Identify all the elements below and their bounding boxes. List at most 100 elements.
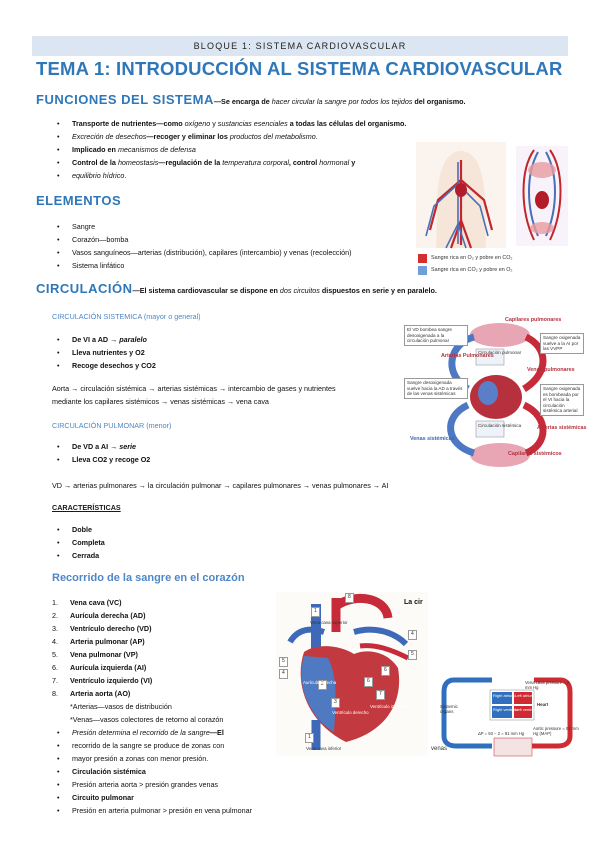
fig-circ-pulm: Circulación pulmonar (478, 350, 522, 355)
sistemica-para-2: mediante los capilares sistémicos → vena… (52, 397, 269, 406)
pressure-vena-cava: Vena cava pressure = 2 mm Hg (525, 680, 570, 690)
list-item: Transporte de nutrientes—como oxígeno y … (52, 117, 406, 130)
list-item: 8.Arteria aorta (AO) (52, 689, 131, 698)
list-item: De VI a AD → paralelo (52, 333, 156, 346)
list-item: Sistema linfático (52, 259, 352, 272)
list-item: 7.Ventrículo izquierdo (VI) (52, 676, 153, 685)
list-item: Recoge desechos y CO2 (52, 359, 156, 372)
fig-venas-sist: Venas sistémicas (410, 436, 455, 442)
funciones-intro: —Se encarga de hacer circular la sangre … (213, 97, 466, 106)
pressure-systemic-organs: Systemic organs (440, 704, 458, 714)
list-item-cont: Presión arteria aorta > presión grandes … (52, 778, 252, 791)
pulmonar-title: CIRCULACIÓN PULMONAR (menor) (52, 421, 172, 430)
heart-num-5: 5 (279, 657, 288, 667)
legend-blue-label: Sangre rica en CO₂ y pobre en O₂ (431, 267, 513, 273)
fig-arterias-pulm: Arterias Pulmonares (441, 353, 494, 359)
note-venas: *Venas—vasos colectores de retorno al co… (70, 715, 224, 724)
fig-box-2: Sangre oxigenada vuelve a la AI por las … (540, 333, 584, 354)
list-item: Implicado en mecanismos de defensa (52, 143, 406, 156)
funciones-heading-text: FUNCIONES DEL SISTEMA (36, 92, 214, 107)
pressure-left-ventricle: Left ventricle (515, 707, 538, 712)
list-item: 2.Aurícula derecha (AD) (52, 611, 146, 620)
funciones-heading: FUNCIONES DEL SISTEMA—Se encarga de hace… (36, 92, 466, 107)
pressure-venas: venas (431, 746, 448, 752)
heart-num-2: 2 (318, 680, 327, 690)
pulmonar-list: De VD a AI → serie Lleva CO2 y recoge O2 (52, 440, 150, 466)
heart-vena-cava-sup: Vena cava superior (310, 620, 348, 625)
heart-figure (276, 592, 428, 756)
pressure-heart: Heart (537, 702, 549, 707)
fig-capilares-pulm: Capilares pulmonares (505, 317, 562, 323)
heart-vena-cava-inf: Vena cava inferior (306, 746, 342, 751)
page-title: TEMA 1: INTRODUCCIÓN AL SISTEMA CARDIOVA… (36, 58, 563, 79)
recorrido-list: 1.Vena cava (VC) 2.Aurícula derecha (AD)… (52, 596, 152, 700)
list-item: 4.Arteria pulmonar (AP) (52, 637, 145, 646)
heart-num-7: 7 (376, 690, 385, 700)
heart-fig-header: La cir (404, 599, 423, 606)
list-item: Presión determina el recorrido de la san… (52, 726, 252, 739)
heart-num-8: 8 (345, 593, 354, 603)
circulacion-intro: —El sistema cardiovascular se dispone en… (132, 286, 437, 295)
circulation-loop-figure (447, 323, 547, 467)
list-item: Lleva CO2 y recoge O2 (52, 453, 150, 466)
list-item: Cerrada (52, 549, 105, 562)
circulacion-heading: CIRCULACIÓN—El sistema cardiovascular se… (36, 281, 437, 296)
list-item: 6.Aurícula izquierda (AI) (52, 663, 147, 672)
list-item-cont: Presión en arteria pulmonar > presión en… (52, 804, 252, 817)
heart-num-1: 1 (311, 607, 320, 617)
sistemica-list: De VI a AD → paralelo Lleva nutrientes y… (52, 333, 156, 372)
caracteristicas-title: CARACTERÍSTICAS (52, 503, 121, 512)
list-item: Doble (52, 523, 105, 536)
block-banner: BLOQUE 1: SISTEMA CARDIOVASCULAR (32, 36, 568, 56)
pressure-right-atrium: Right atrium (493, 693, 515, 698)
pressure-aortic: Aortic pressure = 93 mm Hg (MAP) (533, 726, 579, 736)
list-item: Excreción de desechos—recoger y eliminar… (52, 130, 406, 143)
legend-red-label: Sangre rica en O₂ y pobre en CO₂ (431, 255, 513, 261)
legend-red-swatch (418, 254, 427, 263)
list-item-cont: equilibrio hídrico. (52, 169, 406, 182)
heart-num-5b: 5 (408, 650, 417, 660)
list-item: De VD a AI → serie (52, 440, 150, 453)
fig-box-3: Sangre desoxigenada vuelve hacia la AD a… (404, 378, 468, 399)
list-item: 1.Vena cava (VC) (52, 598, 122, 607)
fig-box-1: El VD bombea sangre desoxigenada a la ci… (404, 325, 468, 346)
list-item: Circuito pulmonar (52, 791, 252, 804)
fig-box-4: Sangre oxigenada es bombeada por el VI h… (540, 384, 584, 416)
caracteristicas-list: Doble Completa Cerrada (52, 523, 105, 562)
circulacion-heading-text: CIRCULACIÓN (36, 281, 133, 296)
heart-num-4b: 4 (279, 669, 288, 679)
body-circulation-figure (416, 142, 568, 249)
list-item-cont: mayor presión a zonas con menor presión. (52, 752, 252, 765)
elementos-heading: ELEMENTOS (36, 193, 122, 208)
pressure-delta: ΔP = 93 − 2 = 91 mm Hg (478, 731, 525, 736)
fig-capilares-sist: Capilares sistémicos (508, 451, 562, 457)
heart-num-6: 6 (381, 666, 390, 676)
list-item: Completa (52, 536, 105, 549)
list-item: 5.Vena pulmonar (VP) (52, 650, 138, 659)
elementos-list: Sangre Corazón—bomba Vasos sanguíneos—ar… (52, 220, 352, 272)
list-item: Vasos sanguíneos—arterias (distribución)… (52, 246, 352, 259)
list-item: Control de la homeostasis—regulación de … (52, 156, 406, 169)
recorrido-heading: Recorrido de la sangre en el corazón (52, 572, 245, 584)
funciones-list: Transporte de nutrientes—como oxígeno y … (52, 117, 406, 182)
presion-list: Presión determina el recorrido de la san… (52, 726, 252, 817)
list-item: Circulación sistémica (52, 765, 252, 778)
heart-num-3: 3 (331, 698, 340, 708)
sistemica-para-1: Aorta → circulación sistémica → arterias… (52, 384, 336, 393)
note-arterias: *Arterias—vasos de distribución (70, 702, 172, 711)
heart-num-4: 4 (408, 630, 417, 640)
heart-num-6b: 6 (364, 677, 373, 687)
heart-auricula-der: Aurícula derecha (303, 680, 337, 685)
heart-num-1b: 1 (305, 733, 314, 743)
pressure-diagram (441, 677, 573, 757)
pulmonar-para: VD → arterias pulmonares → la circulació… (52, 481, 389, 490)
heart-ventriculo-der: Ventrículo derecho (332, 710, 369, 715)
pressure-left-atrium: Left atrium (515, 693, 534, 698)
heart-ventriculo-izq: Ventrículo izquierdo (370, 704, 409, 709)
list-item: Sangre (52, 220, 352, 233)
legend-blue-swatch (418, 266, 427, 275)
pressure-right-ventricle: Right ventricle (493, 707, 519, 712)
fig-circ-sist: Circulación sistémica (478, 423, 522, 428)
list-item: Lleva nutrientes y O2 (52, 346, 156, 359)
fig-arterias-sist: Arterias sistémicas (537, 425, 587, 431)
